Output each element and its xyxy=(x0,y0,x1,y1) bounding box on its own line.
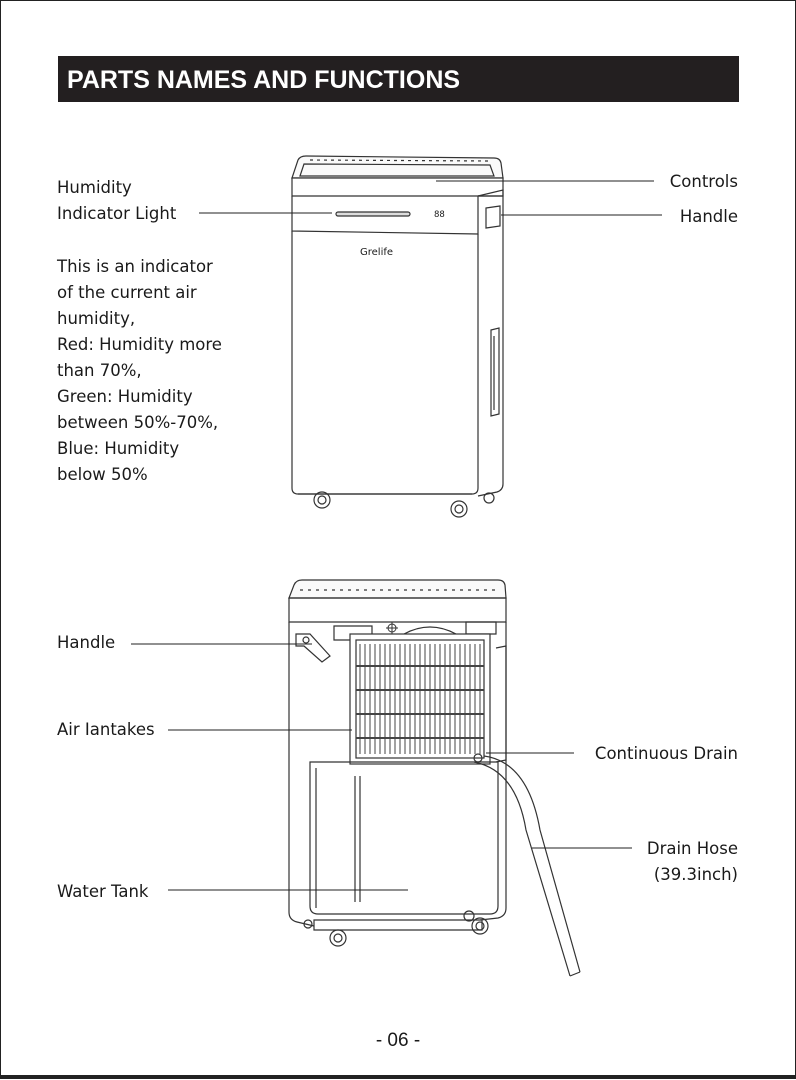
description-line: Green: Humidity xyxy=(57,384,222,410)
description-line: of the current air xyxy=(57,280,222,306)
description-line: This is an indicator xyxy=(57,254,222,280)
water-tank-label: Water Tank xyxy=(57,879,149,905)
front-handle-label: Handle xyxy=(680,204,738,230)
back-handle-label: Handle xyxy=(57,630,115,656)
controls-label: Controls xyxy=(670,169,738,195)
humidity-indicator-label-line2: Indicator Light xyxy=(57,201,176,227)
air-intake-grille xyxy=(356,644,484,754)
description-line: than 70%, xyxy=(57,358,222,384)
drain-hose-label-line2: (39.3inch) xyxy=(654,862,738,888)
air-intakes-label: Air Iantakes xyxy=(57,717,155,743)
fan-symbol-icon xyxy=(386,622,398,634)
drain-hose-label-line1: Drain Hose xyxy=(647,836,738,862)
humidity-indicator-label-line1: Humidity xyxy=(57,175,132,201)
description-line: Blue: Humidity xyxy=(57,436,222,462)
description-line: below 50% xyxy=(57,462,222,488)
description-line: Red: Humidity more xyxy=(57,332,222,358)
description-line: between 50%-70%, xyxy=(57,410,222,436)
dehumidifier-front-view xyxy=(292,156,503,517)
page-number: - 06 - xyxy=(0,1030,796,1052)
description-line: humidity, xyxy=(57,306,222,332)
continuous-drain-label: Continuous Drain xyxy=(595,741,738,767)
humidity-display: 88 xyxy=(434,209,445,221)
humidity-indicator-description: This is an indicator of the current air … xyxy=(57,254,222,488)
dehumidifier-back-view xyxy=(289,580,580,976)
brand-logo-text: Grelife xyxy=(360,246,393,260)
